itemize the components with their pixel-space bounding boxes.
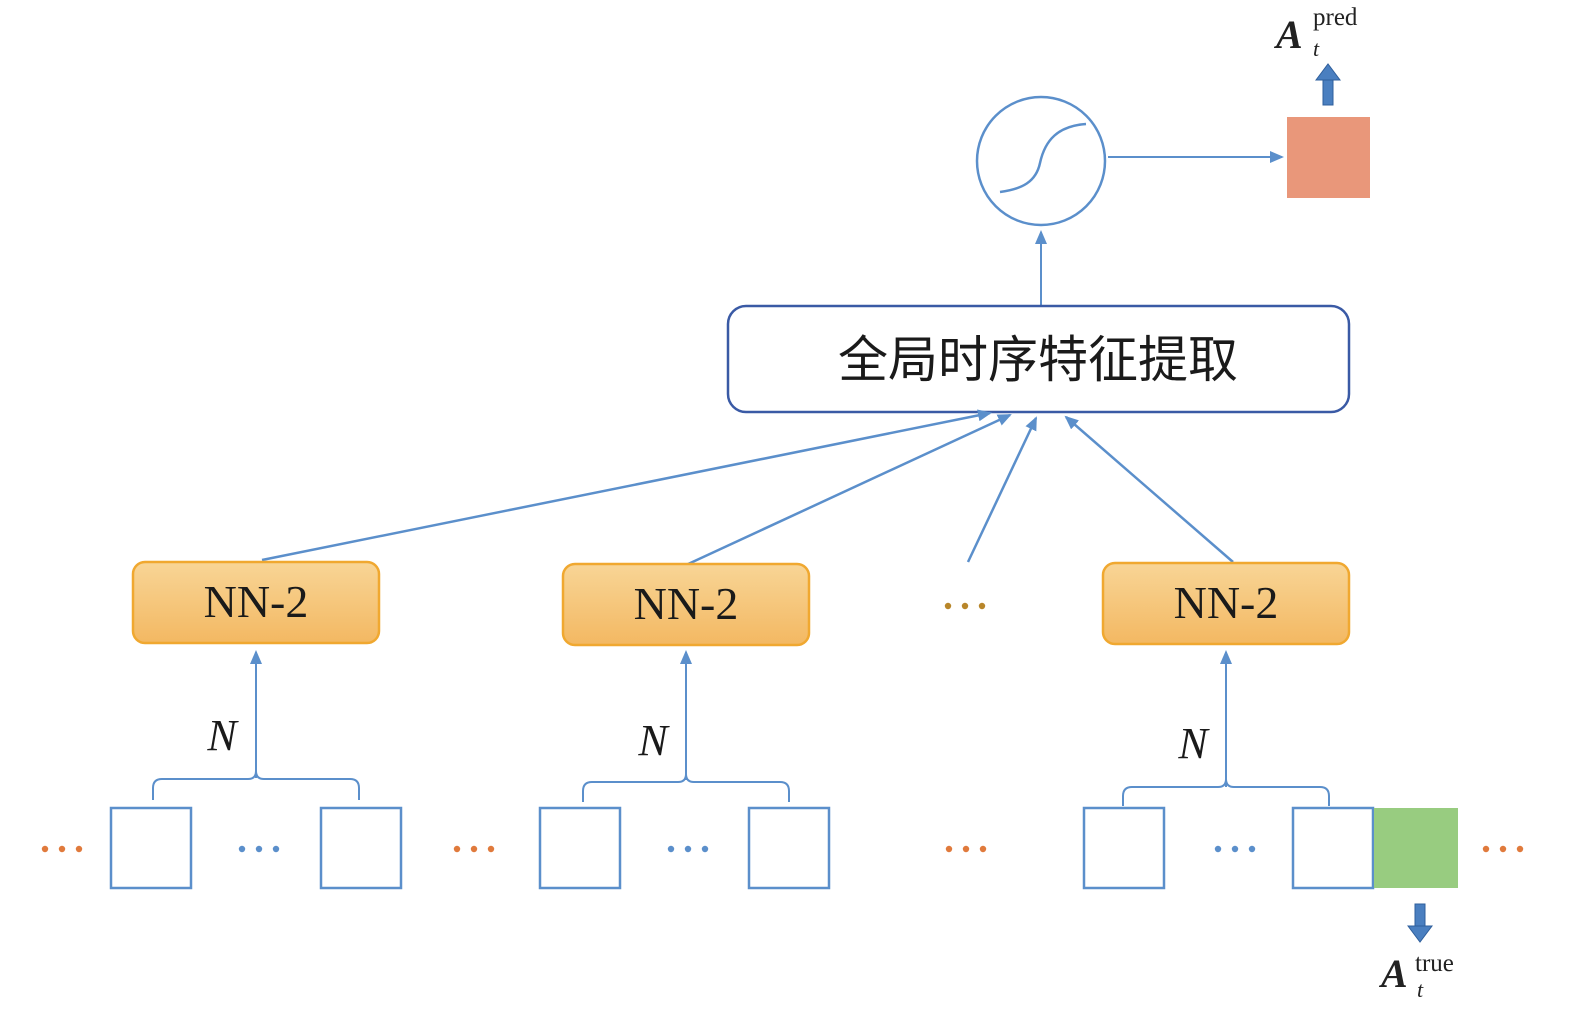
nn-ellipsis	[944, 602, 986, 610]
true-label-main: A	[1378, 951, 1408, 996]
input-group-2: N	[538, 650, 831, 890]
group-3-n-label: N	[1177, 719, 1210, 768]
group-2-inner-ellipsis	[667, 845, 709, 853]
group-3-inner-ellipsis	[1214, 845, 1256, 853]
true-label-sup: true	[1415, 950, 1454, 977]
arrow-ellipsis-to-global	[966, 416, 1038, 563]
input-cell	[747, 806, 831, 890]
sigmoid-curve-icon	[999, 122, 1087, 194]
group-1-n-label: N	[206, 711, 239, 760]
input-cell	[538, 806, 622, 890]
sigmoid-node	[975, 95, 1107, 227]
input-group-3: N	[1082, 650, 1375, 890]
sequence-ellipsis-1-2	[453, 845, 495, 853]
pred-label: A t pred	[1273, 4, 1358, 61]
prediction-box	[1287, 117, 1370, 198]
true-label-sub: t	[1417, 977, 1424, 1002]
input-cell	[319, 806, 403, 890]
nn-block-1: NN-2	[131, 560, 381, 645]
sequence-ellipses	[41, 845, 1524, 853]
nn-block-2: NN-2	[561, 562, 811, 647]
group-2-n-label: N	[637, 716, 670, 765]
true-label: A t true	[1378, 950, 1454, 1002]
input-cell	[1082, 806, 1166, 890]
nn-block-3: NN-2	[1101, 561, 1351, 646]
true-target-cell	[1374, 808, 1458, 888]
sequence-ellipsis-2-3	[945, 845, 987, 853]
pred-label-sup: pred	[1313, 4, 1358, 31]
input-cell	[1291, 806, 1375, 890]
arrow-nn3-to-global	[1064, 415, 1234, 563]
nn-block-1-label: NN-2	[204, 576, 309, 627]
nn-block-3-label: NN-2	[1174, 577, 1279, 628]
pred-label-sub: t	[1313, 36, 1320, 61]
sequence-ellipsis-left	[41, 845, 83, 853]
group-1-inner-ellipsis	[238, 845, 280, 853]
arrow-nn1-to-global	[261, 409, 992, 562]
input-cell	[109, 806, 193, 890]
global-feature-block: 全局时序特征提取	[726, 304, 1351, 414]
global-feature-label: 全局时序特征提取	[838, 331, 1238, 389]
nn-block-2-label: NN-2	[634, 578, 739, 629]
sequence-ellipsis-right	[1482, 845, 1524, 853]
arrow-nn2-to-global	[685, 413, 1012, 567]
input-group-1: N	[109, 650, 403, 890]
pred-label-main: A	[1273, 12, 1303, 57]
true-output-arrow-icon	[1407, 903, 1433, 943]
pred-output-arrow-icon	[1315, 63, 1341, 106]
